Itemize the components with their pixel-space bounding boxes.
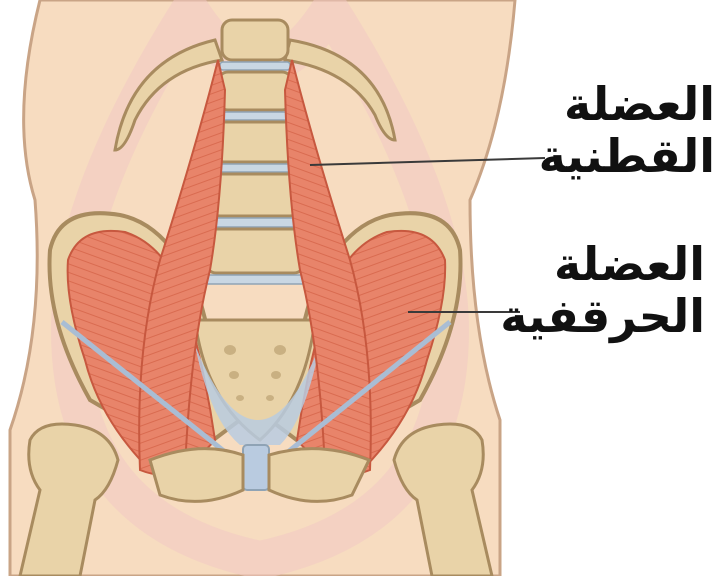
iliacus-label: العضلة الحرقفية bbox=[520, 238, 705, 342]
psoas-label-line1: العضلة bbox=[545, 78, 715, 130]
iliacus-label-line1: العضلة bbox=[520, 238, 705, 290]
psoas-label-line2: القطنية bbox=[545, 130, 715, 182]
psoas-label: العضلة القطنية bbox=[545, 78, 715, 182]
pubic-symphysis bbox=[243, 445, 269, 490]
iliacus-label-line2: الحرقفية bbox=[520, 290, 705, 342]
